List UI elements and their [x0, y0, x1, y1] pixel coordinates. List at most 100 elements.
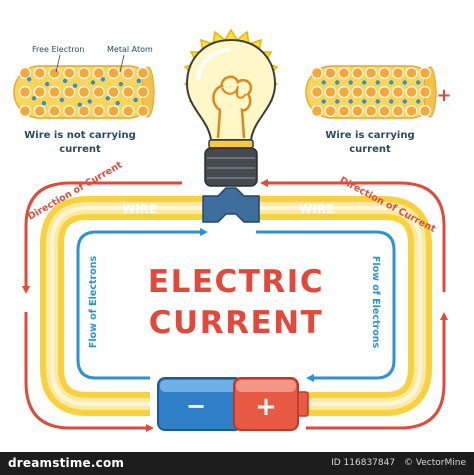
- wire-positive-sign: +: [436, 85, 451, 106]
- metal-atom-icon: [137, 66, 150, 79]
- free-electron-icon: [90, 80, 96, 85]
- filament-icon: [212, 75, 253, 139]
- metal-atom-icon: [311, 85, 324, 98]
- battery-minus-sign: −: [186, 392, 206, 420]
- free-electron-icon: [136, 78, 142, 84]
- title-electric: ELECTRIC: [148, 264, 324, 300]
- metal-atom-icon: [77, 104, 90, 117]
- metal-atom-icon: [365, 66, 378, 79]
- metal-atom-icon: [33, 85, 46, 98]
- footer-credit: ID 116837847 © VectorMine: [325, 458, 466, 468]
- light-bulb: [183, 28, 279, 223]
- free-electron-label: Free Electron: [32, 45, 84, 54]
- free-electron-icon: [72, 83, 78, 88]
- metal-atom-icon: [351, 66, 364, 79]
- free-electron-icon: [362, 80, 367, 85]
- free-electron-icon: [115, 100, 120, 106]
- metal-atom-icon: [365, 104, 378, 117]
- wire-carrying-line1: Wire is carrying: [325, 130, 414, 141]
- socket-connector: [202, 187, 260, 223]
- current-direction-arrows: [22, 179, 448, 432]
- metal-atom-label: Metal Atom: [107, 45, 153, 54]
- free-electron-icon: [416, 99, 421, 104]
- free-electron-icon: [77, 102, 83, 107]
- bulb-glass: [185, 38, 277, 141]
- metal-atom-icon: [311, 66, 324, 79]
- metal-atom-icon: [77, 85, 90, 98]
- metal-atom-icon: [405, 85, 418, 98]
- metal-atom-icon: [392, 104, 405, 117]
- footer-image-id: ID 116837847: [331, 458, 396, 468]
- metal-atom-icon: [392, 66, 405, 79]
- free-electron-icon: [348, 99, 353, 104]
- metal-atom-icon: [419, 104, 432, 117]
- metal-atom-icon: [378, 85, 391, 98]
- metal-atom-icon: [351, 104, 364, 117]
- metal-atom-icon: [122, 66, 135, 79]
- metal-atom-icon: [324, 85, 337, 98]
- free-electron-icon: [402, 80, 407, 85]
- wire-loop: [40, 196, 432, 416]
- metal-atom-icon: [19, 104, 32, 117]
- wire-carrying-line2: current: [349, 144, 391, 155]
- metal-atom-icon: [63, 104, 76, 117]
- metal-atom-icon: [19, 85, 32, 98]
- metal-atom-icon: [77, 66, 90, 79]
- metal-atom-icon: [324, 66, 337, 79]
- free-electron-icon: [87, 99, 92, 104]
- free-electron-icon: [26, 77, 32, 82]
- metal-atom-icon: [137, 85, 150, 98]
- flow-of-electrons-right: Flow of Electrons: [370, 256, 381, 349]
- metal-atom-icon: [63, 66, 76, 79]
- free-electron-icon: [105, 96, 110, 101]
- free-electron-icon: [335, 99, 340, 104]
- free-electron-icon: [118, 81, 124, 87]
- wire-label-right: WIRE: [299, 202, 334, 216]
- metal-atom-icon: [122, 85, 135, 98]
- metal-atom-icon: [311, 104, 324, 117]
- free-electron-icon: [375, 99, 380, 104]
- diagram-canvas: Free Electron Metal Atom Wire is not car…: [13, 28, 452, 432]
- footer-brand: dreamstime.com: [8, 456, 125, 470]
- free-electron-icon: [362, 99, 367, 104]
- metal-atom-icon: [48, 85, 61, 98]
- metal-atom-icon: [107, 66, 120, 79]
- metal-atom-icon: [92, 85, 105, 98]
- free-electron-icon: [321, 99, 326, 104]
- free-electron-icon: [133, 97, 138, 103]
- free-electron-icon: [44, 81, 50, 87]
- free-electron-icon: [59, 97, 65, 103]
- metal-atom-icon: [338, 85, 351, 98]
- metal-atom-icon: [378, 66, 391, 79]
- free-electron-icon: [348, 80, 353, 85]
- free-electron-icon: [100, 77, 106, 82]
- metal-atom-leader: [119, 54, 125, 73]
- free-electron-icon: [402, 99, 407, 104]
- metal-atom-icon: [351, 85, 364, 98]
- battery-plus-sign: +: [255, 392, 277, 422]
- metal-atom-icon: [338, 66, 351, 79]
- metal-atom-icon: [137, 104, 150, 117]
- flow-of-electrons-left: Flow of Electrons: [88, 256, 99, 349]
- free-electron-icon: [416, 80, 421, 85]
- metal-atom-icon: [92, 104, 105, 117]
- bulb-collar: [208, 139, 254, 149]
- metal-atom-icon: [33, 104, 46, 117]
- metal-atom-icon: [419, 66, 432, 79]
- free-electron-icon: [31, 96, 37, 101]
- metal-atom-icon: [392, 85, 405, 98]
- metal-atom-icon: [33, 66, 46, 79]
- free-electron-icon: [321, 80, 326, 85]
- wire-not-carrying-line2: current: [59, 144, 101, 155]
- free-electron-icon: [335, 80, 340, 85]
- free-electron-leader: [55, 54, 61, 73]
- metal-atom-icon: [405, 104, 418, 117]
- wire-segments: [13, 65, 437, 119]
- free-electron-icon: [62, 78, 68, 84]
- metal-atom-icon: [92, 66, 105, 79]
- metal-atom-icon: [48, 66, 61, 79]
- metal-atom-icon: [419, 85, 432, 98]
- metal-atom-icon: [405, 66, 418, 79]
- metal-atom-icon: [63, 85, 76, 98]
